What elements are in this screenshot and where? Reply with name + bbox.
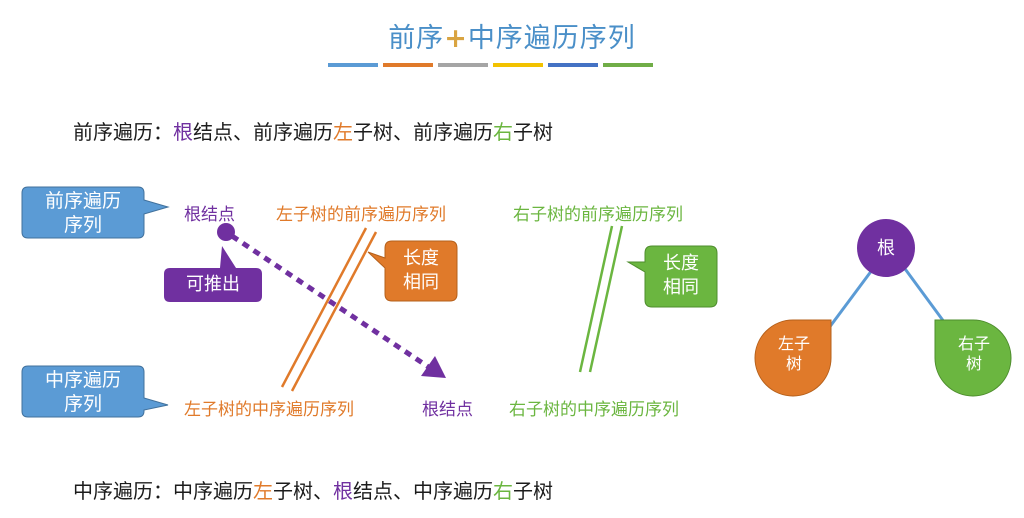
title-right: 中序遍历序列 [467,23,636,54]
green-same-length-label: 长度 相同 [645,252,717,300]
inorder-root-label: 根结点 [422,400,473,420]
page-title: 前序+中序遍历序列 [0,16,1024,55]
title-left: 前序 [388,23,445,54]
orange-same-length-line1: 长度 [403,248,439,269]
inorder-rule-prefix: 中序遍历：中序遍历 [73,479,253,503]
orange-same-length-callout [367,240,458,302]
inorder-rule-right: 右 [493,479,513,503]
orange-same-length-label: 长度 相同 [385,247,457,295]
green-same-length-callout [626,245,718,308]
green-slash-1 [578,225,614,373]
preorder-rule-right: 右 [493,120,513,144]
preorder-rule-part2: 结点、前序遍历 [193,120,333,144]
inorder-rule-part2: 子树、 [273,479,333,503]
preorder-rule-root: 根 [173,120,193,144]
title-bar-blue [328,63,378,67]
preorder-root-label: 根结点 [184,205,235,225]
green-slash-2 [588,225,624,373]
tree-right-edge [898,261,952,331]
arrow-start-dot [217,223,235,241]
derive-arrow-head [421,356,446,378]
tree-left-node [754,319,832,397]
derive-callout-pointer [220,246,236,268]
orange-slash-2 [290,231,378,392]
tree-left-line1: 左子 [777,334,810,353]
tree-right-line2: 树 [965,354,982,373]
orange-same-length-line2: 相同 [403,272,439,293]
title-bar-darkblue [548,63,598,67]
preorder-rule-prefix: 前序遍历： [73,120,173,144]
inorder-rule-part3: 结点、中序遍历 [353,479,493,503]
preorder-rule: 前序遍历：根结点、前序遍历左子树、前序遍历右子树 [73,116,553,145]
inorder-callout-line1: 中序遍历 [44,369,121,391]
inorder-rule-left: 左 [253,479,273,503]
tree-left-line2: 树 [785,354,802,373]
derive-arrow-line [230,233,432,371]
title-bar-yellow [493,63,543,67]
inorder-right-label: 右子树的中序遍历序列 [509,400,679,420]
preorder-left-label: 左子树的前序遍历序列 [276,205,446,225]
preorder-rule-left: 左 [333,120,353,144]
green-same-length-line2: 相同 [663,277,699,298]
inorder-rule-part4: 子树 [513,479,553,503]
derive-callout-shape [164,268,262,302]
preorder-rule-part3: 子树、前序遍历 [353,120,493,144]
tree-right-label: 右子 树 [940,334,1008,374]
preorder-callout-label: 前序遍历 序列 [22,189,144,237]
preorder-callout-shape [21,186,170,239]
title-plus: + [444,23,468,54]
inorder-callout-line2: 序列 [63,393,102,415]
green-same-length-line1: 长度 [663,253,699,274]
derive-label: 可推出 [186,274,240,295]
title-bar-green [603,63,653,67]
tree-right-node [934,319,1012,397]
tree-left-label: 左子 树 [760,334,828,374]
tree-root-label: 根 [877,238,895,259]
inorder-callout-label: 中序遍历 序列 [22,368,144,416]
inorder-callout-shape [21,365,169,418]
preorder-callout-line2: 序列 [63,214,102,236]
tree-root-node [857,219,915,277]
orange-slash-1 [280,227,368,388]
preorder-rule-part4: 子树 [513,120,553,144]
inorder-rule: 中序遍历：中序遍历左子树、根结点、中序遍历右子树 [73,475,553,504]
title-bar-orange [383,63,433,67]
inorder-left-label: 左子树的中序遍历序列 [184,400,354,420]
inorder-rule-root: 根 [333,479,353,503]
title-bar-gray [438,63,488,67]
preorder-right-label: 右子树的前序遍历序列 [513,205,683,225]
tree-right-line1: 右子 [957,334,990,353]
preorder-callout-line1: 前序遍历 [44,190,121,212]
